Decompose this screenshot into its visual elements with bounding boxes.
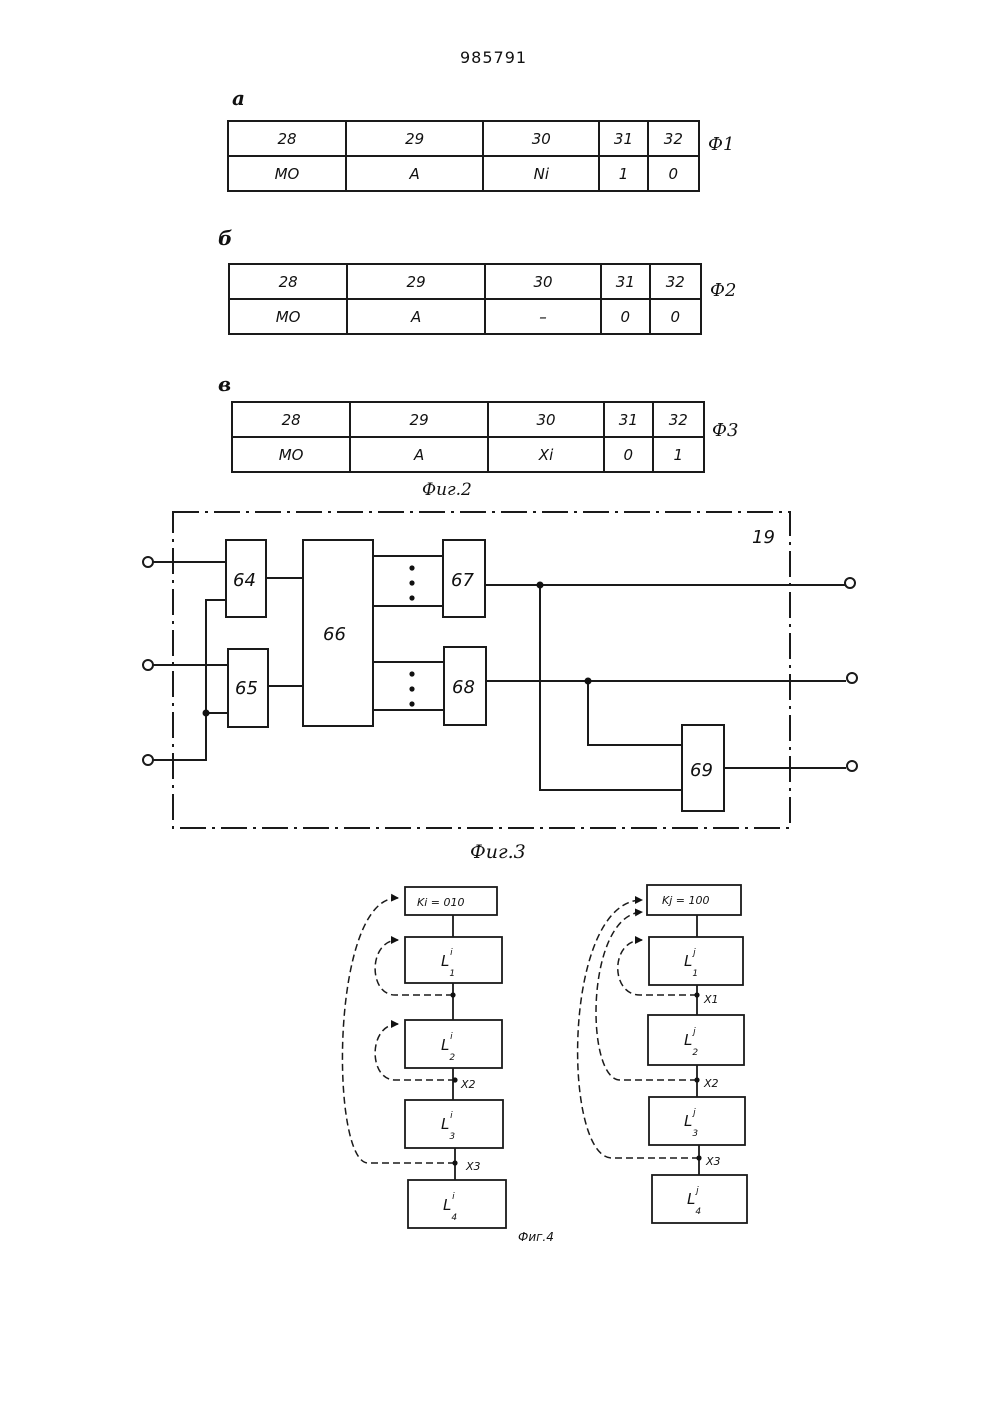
- wire-68-69: [588, 681, 682, 745]
- block-65-label: 65: [235, 678, 258, 699]
- left-block-3-label: L3i: [441, 1111, 455, 1142]
- left-key-label: Ki = 010: [417, 896, 464, 909]
- bus-ellipsis: [409, 565, 414, 706]
- block-64-label: 64: [233, 570, 256, 591]
- block-69-label: 69: [690, 760, 713, 781]
- fig4-caption: Фиг.4: [518, 1230, 554, 1244]
- wire-67-69: [540, 585, 682, 790]
- right-feedback-3: [578, 900, 699, 1158]
- left-signal-x2: X2: [460, 1078, 476, 1091]
- right-key-label: Kj = 100: [662, 894, 709, 907]
- block-68-label: 68: [452, 677, 475, 698]
- right-signal-x1: X1: [703, 993, 719, 1006]
- input-wire-3: [152, 600, 226, 760]
- right-block-3-label: L3j: [684, 1108, 698, 1139]
- left-block-2-label: L2i: [441, 1032, 455, 1063]
- right-block-2-label: L2j: [684, 1027, 698, 1058]
- left-signal-x3: X3: [465, 1160, 481, 1173]
- right-signal-x3: X3: [705, 1155, 721, 1168]
- fig3-caption: Фиг.3: [470, 841, 526, 863]
- right-block-1-label: L1j: [684, 948, 698, 979]
- block-66-label: 66: [323, 624, 346, 645]
- left-block-4-label: L4i: [443, 1192, 457, 1223]
- block-67-label: 67: [451, 570, 474, 591]
- right-block-4-label: L4j: [687, 1186, 701, 1217]
- left-block-1-label: L1i: [441, 948, 455, 979]
- unit-19-label: 19: [752, 527, 775, 548]
- right-signal-x2: X2: [703, 1077, 719, 1090]
